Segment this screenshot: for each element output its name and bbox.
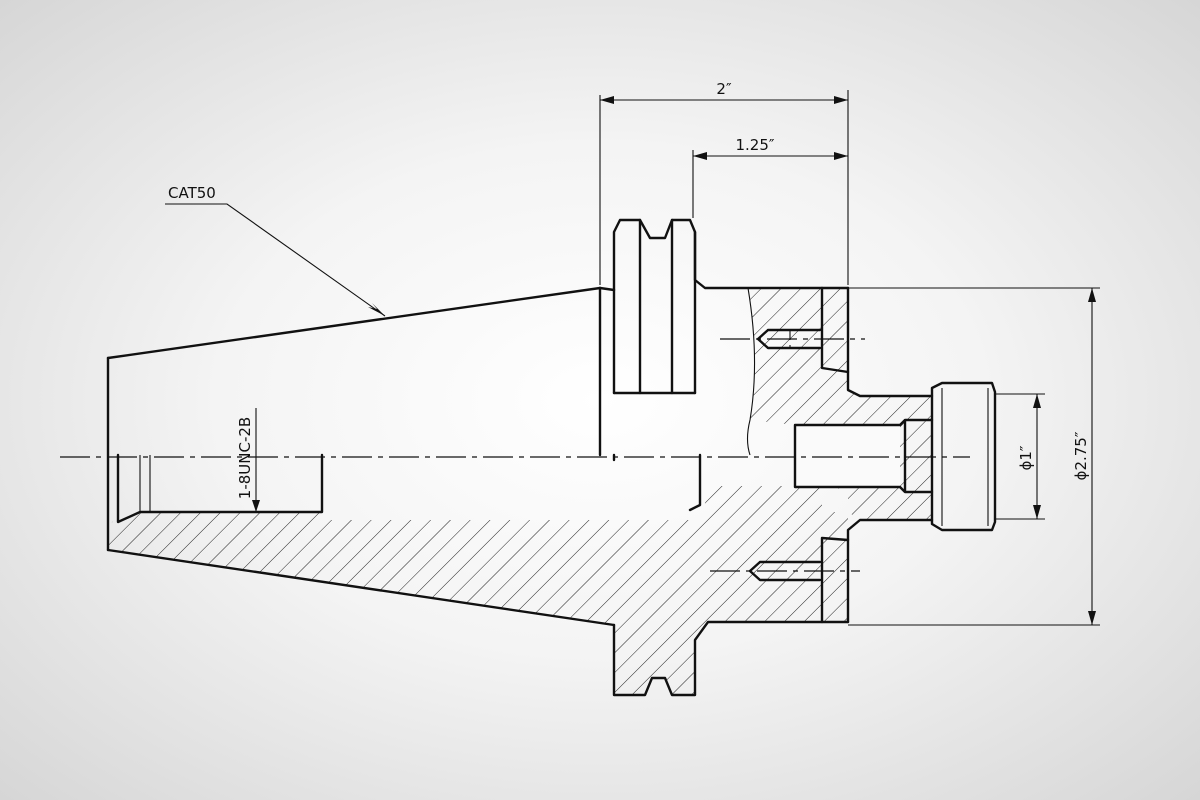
dim-overall: 2″ [599,80,849,285]
dim-bore-label: ϕ1″ [1017,445,1035,470]
dim-flange: 1.25″ [692,136,848,218]
dim-bore: ϕ1″ [995,393,1045,520]
leader-taper: CAT50 [165,184,386,317]
leader-thread: 1-8UNC-2B [236,408,260,512]
dim-pilot-label: ϕ2.75″ [1072,431,1090,480]
bore-clear [795,425,900,487]
taper-label: CAT50 [168,184,216,202]
lower-body-section [108,480,848,695]
dim-overall-label: 2″ [716,80,732,98]
dim-pilot: ϕ2.75″ [848,287,1100,626]
hidden-lines [789,330,796,487]
dim-flange-label: 1.25″ [735,136,774,154]
thread-label: 1-8UNC-2B [236,417,254,499]
